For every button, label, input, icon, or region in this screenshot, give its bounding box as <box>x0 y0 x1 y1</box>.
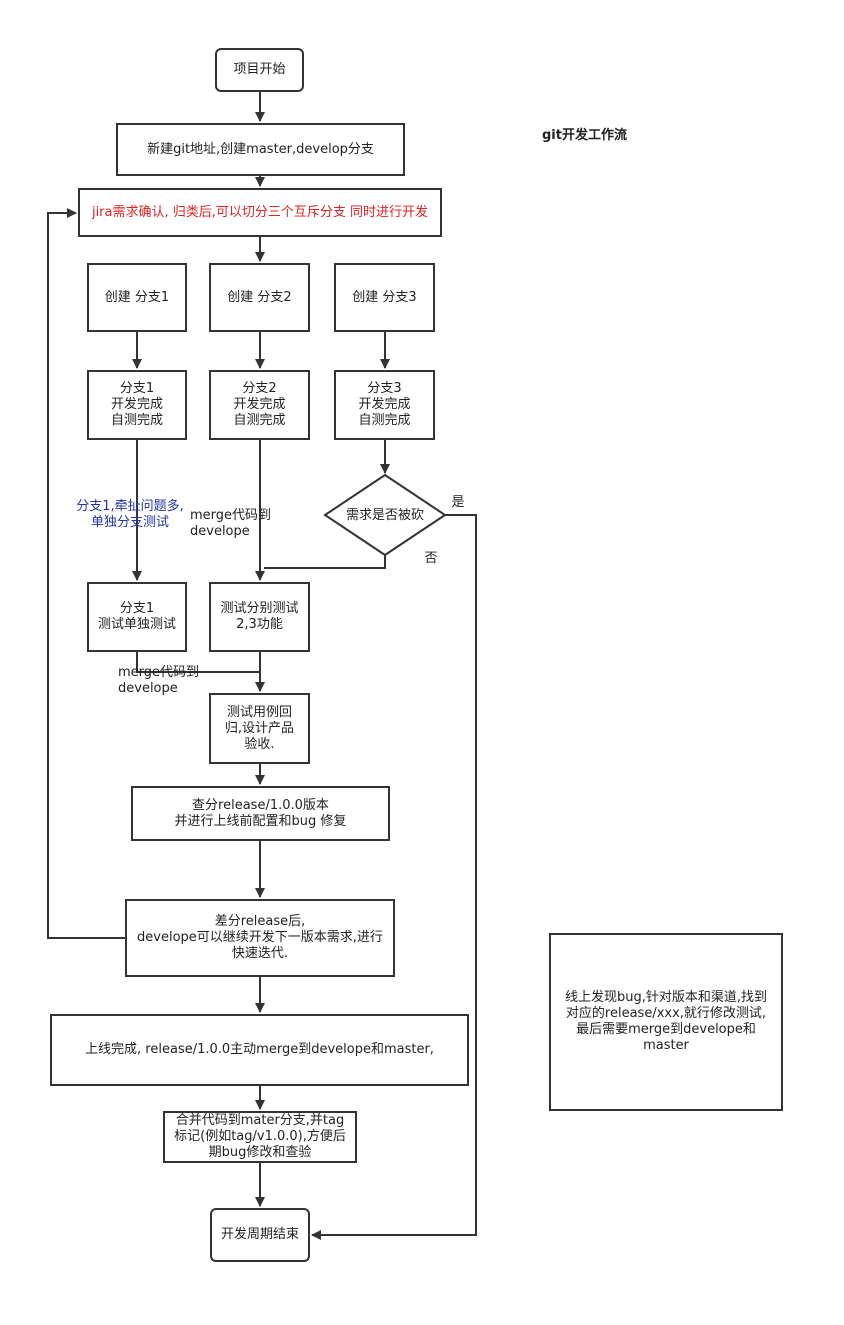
node-online-label: 上线完成, release/1.0.0主动merge到develope和mast… <box>85 1042 434 1057</box>
label-yes: 是 <box>451 495 465 510</box>
node-test-2-3-label: 测试分别测试 2,3功能 <box>220 601 299 632</box>
node-create-branch-2: 创建 分支2 <box>209 263 310 332</box>
node-hotfix-note: 线上发现bug,针对版本和渠道,找到 对应的release/xxx,就行修改测试… <box>549 933 783 1111</box>
node-create-branch-3: 创建 分支3 <box>334 263 435 332</box>
diagram-title: git开发工作流 <box>542 128 627 143</box>
node-create-branch-2-label: 创建 分支2 <box>227 289 292 305</box>
node-branch-1-test: 分支1 测试单独测试 <box>87 582 187 652</box>
node-create-branch-1: 创建 分支1 <box>87 263 187 332</box>
node-merge-master-label: 合并代码到mater分支,并tag 标记(例如tag/v1.0.0),方便后 期… <box>174 1113 346 1160</box>
arrow-loop-back-to-jira <box>47 208 125 939</box>
node-start-label: 项目开始 <box>233 62 286 77</box>
node-decision-label: 需求是否被砍 <box>345 508 424 523</box>
node-regression-label: 测试用例回 归,设计产品 验收. <box>224 704 295 752</box>
label-no: 否 <box>424 551 438 566</box>
node-branch-1-done: 分支1 开发完成 自测完成 <box>87 370 187 440</box>
node-end-label: 开发周期结束 <box>220 1227 299 1242</box>
node-test-2-3: 测试分别测试 2,3功能 <box>209 582 310 652</box>
node-branch-3-done: 分支3 开发完成 自测完成 <box>334 370 435 440</box>
node-regression: 测试用例回 归,设计产品 验收. <box>209 693 310 764</box>
node-branch-1-test-label: 分支1 测试单独测试 <box>97 601 176 632</box>
node-new-repo: 新建git地址,创建master,develop分支 <box>116 123 405 176</box>
node-after-release-label: 差分release后, develope可以继续开发下一版本需求,进行 快速迭代… <box>137 914 383 961</box>
label-branch-1-issue: 分支1,牵扯问题多, 单独分支测试 <box>76 499 184 530</box>
node-create-branch-1-label: 创建 分支1 <box>104 289 170 305</box>
node-new-repo-label: 新建git地址,创建master,develop分支 <box>147 141 374 157</box>
node-branch-2-done-label: 分支2 开发完成 自测完成 <box>233 381 286 428</box>
label-merge-develope-2: merge代码到develope <box>118 665 200 696</box>
node-start: 项目开始 <box>215 48 304 92</box>
decision-diamond <box>323 473 447 557</box>
node-jira: jira需求确认, 归类后,可以切分三个互斥分支 同时进行开发 <box>78 188 442 237</box>
label-merge-develope-1: merge代码到develope <box>190 508 272 539</box>
arrow-decision-yes <box>311 514 477 1240</box>
node-branch-2-done: 分支2 开发完成 自测完成 <box>209 370 310 440</box>
node-branch-3-done-label: 分支3 开发完成 自测完成 <box>358 381 411 428</box>
node-release-label: 查分release/1.0.0版本 并进行上线前配置和bug 修复 <box>174 797 347 829</box>
node-jira-label: jira需求确认, 归类后,可以切分三个互斥分支 同时进行开发 <box>91 204 429 220</box>
node-hotfix-note-label: 线上发现bug,针对版本和渠道,找到 对应的release/xxx,就行修改测试… <box>564 990 767 1053</box>
node-end: 开发周期结束 <box>210 1208 310 1262</box>
node-create-branch-3-label: 创建 分支3 <box>352 289 417 305</box>
node-after-release: 差分release后, develope可以继续开发下一版本需求,进行 快速迭代… <box>125 899 395 977</box>
node-release: 查分release/1.0.0版本 并进行上线前配置和bug 修复 <box>131 786 390 841</box>
node-online: 上线完成, release/1.0.0主动merge到develope和mast… <box>50 1014 469 1086</box>
arrow-decision-no <box>264 554 386 569</box>
node-branch-1-done-label: 分支1 开发完成 自测完成 <box>110 381 163 428</box>
node-merge-master: 合并代码到mater分支,并tag 标记(例如tag/v1.0.0),方便后 期… <box>163 1111 357 1163</box>
arrow-test1-to-regression <box>136 652 260 673</box>
